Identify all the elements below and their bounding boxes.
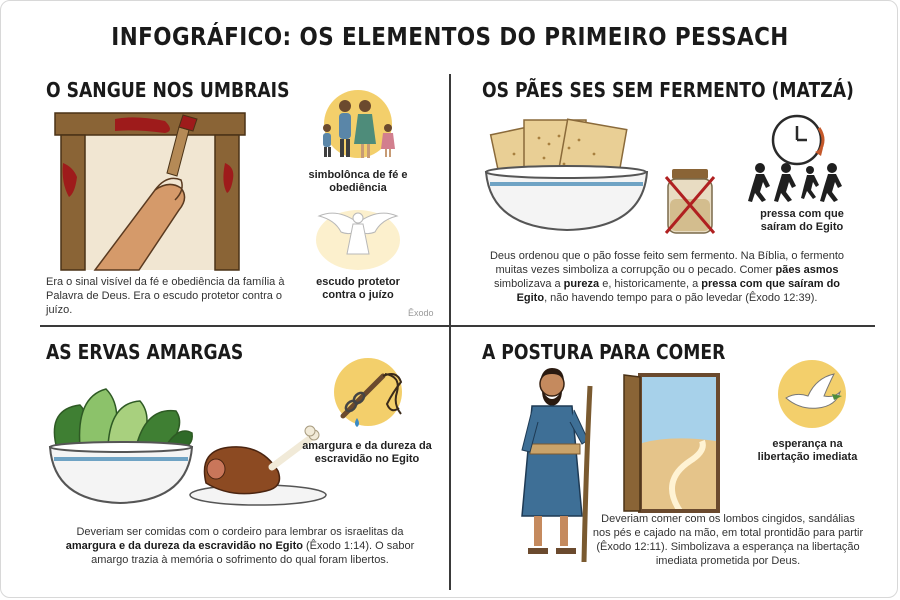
dove-icon (778, 360, 846, 428)
source-label: Êxodo (408, 308, 434, 318)
page-title: INFOGRÁFICO: OS ELEMENTOS DO PRIMEIRO PE… (111, 22, 789, 51)
section-heading-posture: A POSTURA PARA COMER (482, 340, 726, 364)
caption-haste: pressa com que saíram do Egito (760, 208, 844, 233)
running-people-icon (748, 163, 842, 202)
angel-icon (316, 210, 400, 270)
caption-shield: escudo protetor contra o juízo (316, 276, 400, 301)
paintbrush-icon (166, 114, 198, 177)
section-text-posture: Deveriam comer com os lombos cingidos, s… (592, 513, 864, 567)
section-heading-blood: O SANGUE NOS UMBRAIS (46, 78, 290, 102)
section-heading-herbs: AS ERVAS AMARGAS (46, 340, 244, 364)
matzah-bowl-illustration (484, 118, 649, 232)
chain-whip-icon (334, 358, 403, 427)
man-with-staff-illustration (521, 368, 593, 563)
lamb-leg-illustration (189, 425, 327, 506)
no-yeast-jar-icon (664, 169, 716, 234)
open-door-illustration (623, 373, 720, 513)
caption-hope: esperança na libertação imediata (757, 438, 858, 463)
section-text-bread: Deus ordenou que o pão fosse feito sem f… (489, 250, 845, 304)
section-text-blood: Era o sinal visível da fé e obediência d… (46, 276, 285, 316)
caption-faith: simbolônca de fé e obediência (308, 169, 408, 194)
clock-icon (771, 114, 825, 166)
section-heading-bread: OS PÃES SES SEM FERMENTO (MATZÁ) (482, 78, 854, 102)
doorframe-blood-illustration (54, 112, 246, 271)
caption-bitter: amargura e da dureza da escravidão no Eg… (302, 440, 432, 465)
vertical-divider (449, 74, 451, 590)
herbs-bowl-illustration (48, 388, 194, 505)
section-text-herbs: Deveriam ser comidas com o cordeiro para… (65, 526, 415, 566)
family-icon (323, 90, 395, 158)
horizontal-divider (40, 325, 875, 327)
